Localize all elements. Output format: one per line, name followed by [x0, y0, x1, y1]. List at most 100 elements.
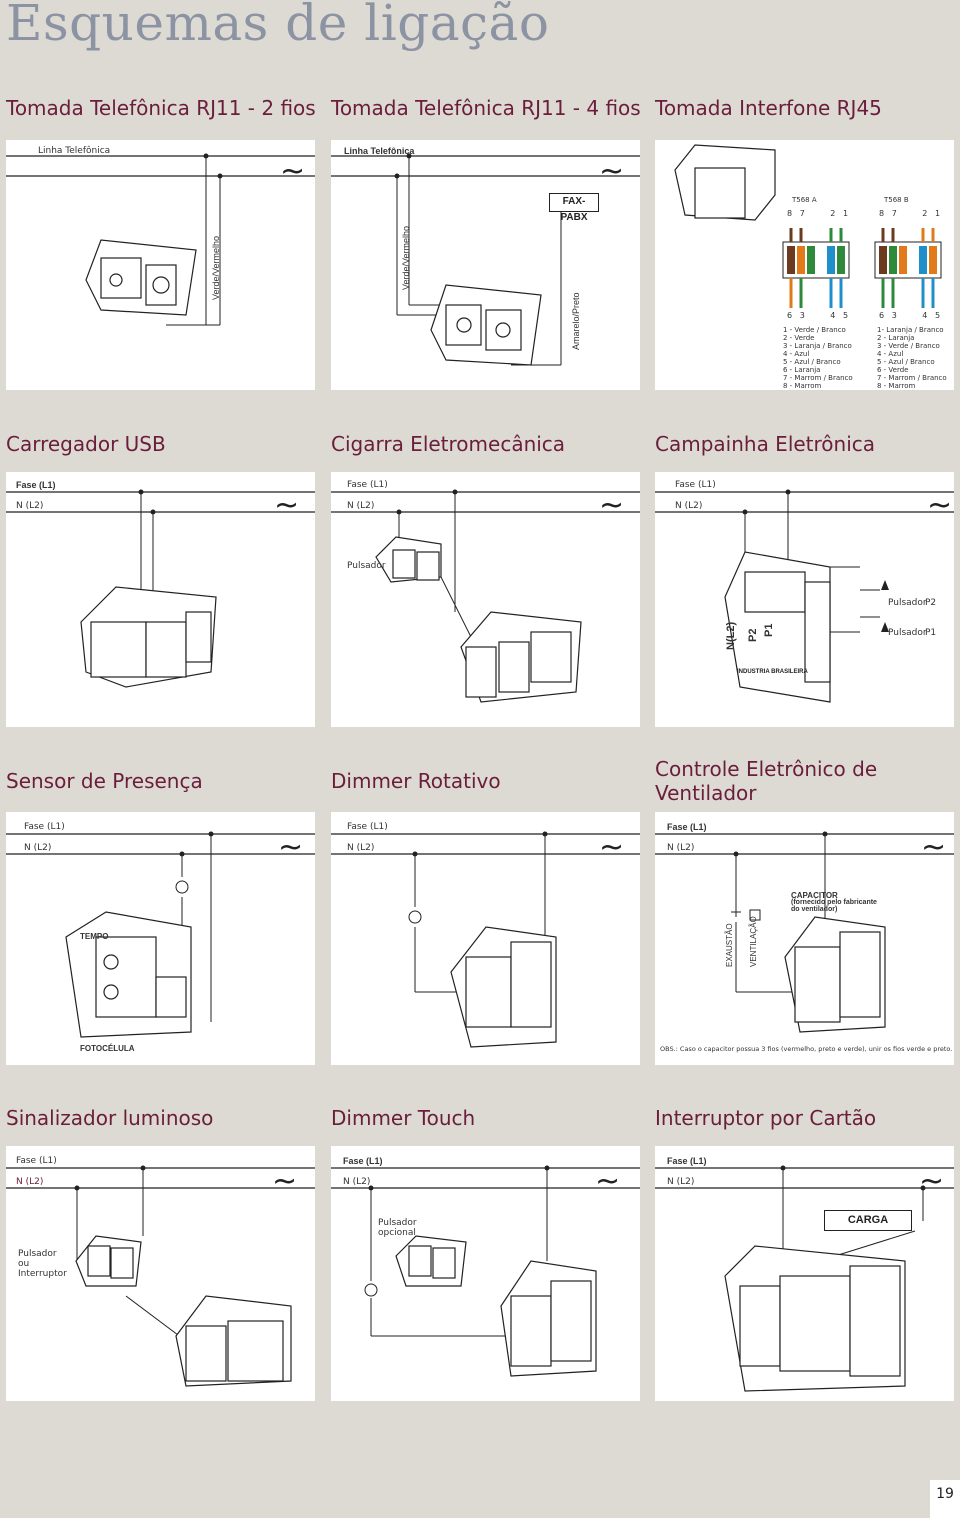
ac-symbol: ~: [272, 1164, 298, 1199]
wiring-svg: [6, 831, 315, 1038]
pulsador-label: Pulsador: [347, 561, 386, 571]
section-title-usb: Carregador USB: [6, 432, 166, 456]
t568b-label: T568 B: [884, 196, 909, 204]
neutro-label: N (L2): [24, 843, 52, 853]
top-pins-a: 8 7 2 1: [787, 209, 849, 218]
terminal-n-label: N(L2): [725, 621, 737, 650]
page-number: 19: [930, 1480, 960, 1518]
section-title-campainha: Campainha Eletrônica: [655, 432, 876, 456]
neutro-label: N (L2): [667, 843, 695, 853]
capacitor-label: CAPACITOR: [791, 891, 838, 900]
pulsador-label: Pulsador ou Interruptor: [18, 1249, 67, 1279]
wiring-svg: [6, 489, 315, 688]
section-title-sensor: Sensor de Presença: [6, 769, 203, 793]
neutro-label: N (L2): [16, 1177, 44, 1187]
section-title-dimmer-rotativo: Dimmer Rotativo: [331, 769, 501, 793]
neutro-label: N (L2): [667, 1177, 695, 1187]
bottom-pins-a: 6 3 4 5: [787, 311, 849, 320]
pulsador-p1-label: Pulsador: [888, 628, 927, 638]
diagram-dimmer-rotativo: Fase (L1) N (L2) ~: [331, 812, 640, 1065]
neutro-label: N (L2): [347, 501, 375, 511]
exaustao-label: EXAUSTÃO: [725, 923, 734, 967]
fase-label: Fase (L1): [16, 480, 56, 490]
section-title-rj45: Tomada Interfone RJ45: [655, 96, 882, 120]
fase-label: Fase (L1): [667, 822, 707, 832]
wiring-svg: [331, 831, 640, 1048]
section-title-sinalizador: Sinalizador luminoso: [6, 1106, 214, 1130]
wiring-svg: [655, 489, 954, 703]
line-label: Linha Telefônica: [344, 146, 415, 156]
diagram-rj11-4: Linha Telefônica ~ FAX-PABX Verde/Vermel…: [331, 140, 640, 390]
fase-label: Fase (L1): [16, 1156, 57, 1166]
wiring-svg: [6, 153, 315, 326]
section-title-rj11-4: Tomada Telefônica RJ11 - 4 fios: [331, 96, 641, 120]
diagram-sensor: Fase (L1) N (L2) ~ TEMPO FOTOCÉLULA: [6, 812, 315, 1065]
wiring-svg: [655, 1165, 954, 1392]
ac-symbol: ~: [927, 488, 953, 523]
ac-symbol: ~: [921, 830, 947, 865]
fotocelula-label: FOTOCÉLULA: [80, 1044, 135, 1053]
rj45-svg: [674, 144, 942, 308]
diagram-rj11-2: Linha Telefônica ~ Verde/Vermelho: [6, 140, 315, 390]
wire-label-2: Amarelo/Preto: [571, 292, 581, 350]
diagram-rj45: T568 A T568 B 8 7 2 1 8 7 2 1 6 3 4 5 6 …: [655, 140, 954, 390]
pulsador-p2-label: Pulsador: [888, 598, 927, 608]
diagram-usb: Fase (L1) N (L2) ~: [6, 472, 315, 727]
neutro-label: N (L2): [16, 501, 44, 511]
section-title-cigarra: Cigarra Eletromecânica: [331, 432, 566, 456]
ac-symbol: ~: [599, 830, 625, 865]
brand-label: INDUSTRIA BRASILEIRA: [737, 669, 808, 675]
wiring-svg: [331, 1165, 640, 1377]
ac-symbol: ~: [599, 488, 625, 523]
pulsador-label: Pulsador opcional: [378, 1218, 417, 1238]
fase-label: Fase (L1): [675, 480, 716, 490]
t568a-label: T568 A: [792, 196, 817, 204]
wiring-svg: [6, 1165, 315, 1387]
ac-symbol: ~: [595, 1164, 621, 1199]
neutro-label: N (L2): [343, 1177, 371, 1187]
fase-label: Fase (L1): [667, 1156, 707, 1166]
wiring-svg: [655, 831, 954, 1033]
diagram-cigarra: Fase (L1) N (L2) ~ Pulsador: [331, 472, 640, 727]
bottom-pins-b: 6 3 4 5: [879, 311, 941, 320]
section-title-cartao: Interruptor por Cartão: [655, 1106, 877, 1130]
neutro-label: N (L2): [347, 843, 375, 853]
terminal-p1-label: P1: [763, 623, 775, 637]
diagram-cartao: Fase (L1) N (L2) ~ CARGA: [655, 1146, 954, 1401]
section-title-ventilador: Controle Eletrônico de Ventilador: [655, 757, 878, 805]
p2-label: P2: [925, 598, 937, 608]
fase-label: Fase (L1): [24, 822, 65, 832]
neutro-label: N (L2): [675, 501, 703, 511]
fax-pabx-box: FAX-PABX: [549, 193, 599, 223]
wiring-svg: [331, 489, 640, 703]
section-title-dimmer-touch: Dimmer Touch: [331, 1106, 476, 1130]
carga-box: CARGA: [824, 1210, 912, 1231]
terminal-p2-label: P2: [747, 628, 759, 642]
ac-symbol: ~: [278, 830, 304, 865]
diagram-sinalizador: Fase (L1) N (L2) ~ Pulsador ou Interrupt…: [6, 1146, 315, 1401]
diagram-dimmer-touch: Fase (L1) N (L2) ~ Pulsador opcional: [331, 1146, 640, 1401]
obs-note: OBS.: Caso o capacitor possua 3 fios (ve…: [660, 1045, 953, 1053]
page-title: Esquemas de ligação: [6, 0, 550, 52]
diagram-campainha: Fase (L1) N (L2) ~ Pulsador P2 Pulsador …: [655, 472, 954, 727]
tempo-label: TEMPO: [80, 932, 109, 941]
capacitor-note-1: (fornecido pelo fabricante: [791, 899, 877, 906]
capacitor-note-2: do ventilador): [791, 906, 838, 913]
section-title-rj11-2: Tomada Telefônica RJ11 - 2 fios: [6, 96, 316, 120]
top-pins-b: 8 7 2 1: [879, 209, 941, 218]
ac-symbol: ~: [280, 154, 306, 189]
ac-symbol: ~: [274, 488, 300, 523]
wiring-svg: [331, 153, 640, 366]
wire-label-1: Verde/Vermelho: [401, 225, 411, 290]
p1-label: P1: [925, 628, 937, 638]
ac-symbol: ~: [599, 154, 625, 189]
diagram-ventilador: Fase (L1) N (L2) ~ CAPACITOR (fornecido …: [655, 812, 954, 1065]
fase-label: Fase (L1): [343, 1156, 383, 1166]
ventilacao-label: VENTILAÇÃO: [749, 916, 758, 967]
ac-symbol: ~: [919, 1164, 945, 1199]
line-label: Linha Telefônica: [38, 146, 111, 156]
fase-label: Fase (L1): [347, 822, 388, 832]
wire-label: Verde/Vermelho: [211, 235, 221, 300]
